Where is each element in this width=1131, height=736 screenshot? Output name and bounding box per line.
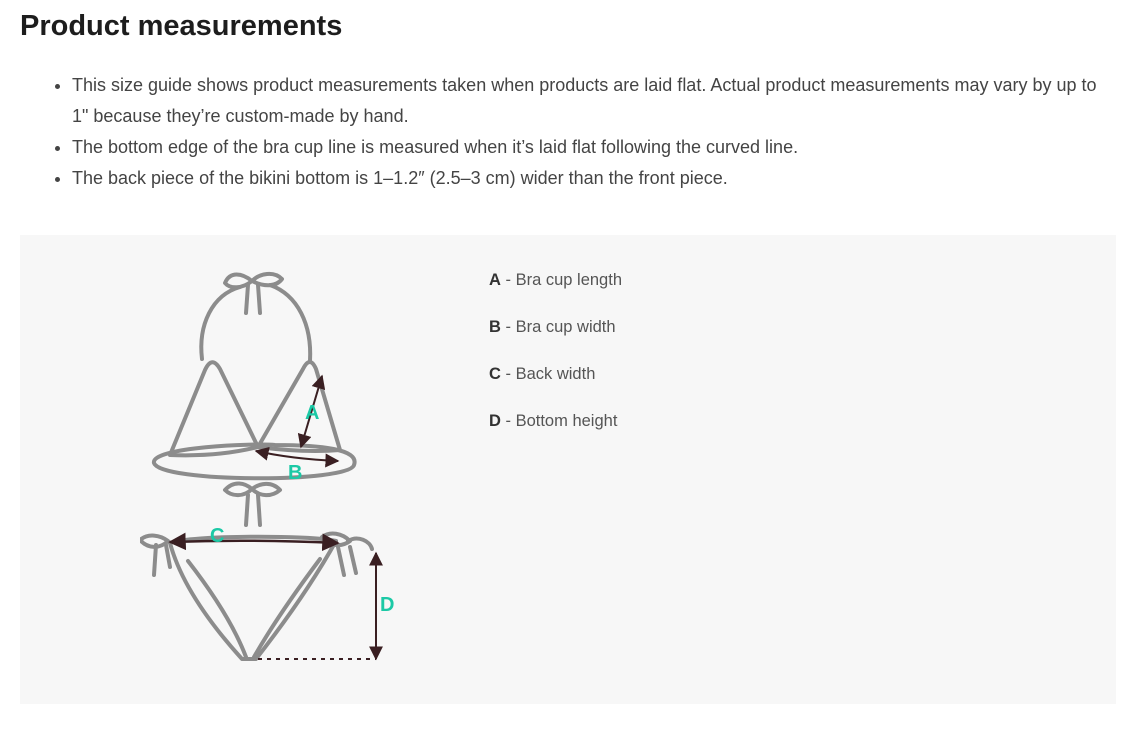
bikini-outline xyxy=(140,272,374,661)
legend-letter: C xyxy=(489,365,501,383)
measurement-legend: A - Bra cup length B - Bra cup width C -… xyxy=(489,269,622,457)
note-item: The bottom edge of the bra cup line is m… xyxy=(72,132,1112,163)
legend-text: - Bottom height xyxy=(500,412,618,430)
bikini-measurement-diagram: A B C D xyxy=(140,272,394,661)
legend-item: B - Bra cup width xyxy=(489,316,622,363)
label-a: A xyxy=(305,402,319,424)
legend-text: - Bra cup length xyxy=(500,271,623,289)
measurement-notes: This size guide shows product measuremen… xyxy=(52,70,1112,194)
label-b: B xyxy=(288,462,302,484)
size-guide-panel: A B C D A - Bra cup length B - Bra cup w… xyxy=(20,235,1116,704)
legend-item: D - Bottom height xyxy=(489,410,622,457)
legend-letter: B xyxy=(489,318,501,336)
page-title: Product measurements xyxy=(20,10,343,42)
note-item: This size guide shows product measuremen… xyxy=(72,70,1112,132)
legend-letter: D xyxy=(489,412,501,430)
legend-text: - Bra cup width xyxy=(500,318,616,336)
legend-item: A - Bra cup length xyxy=(489,269,622,316)
label-c: C xyxy=(210,525,224,547)
note-item: The back piece of the bikini bottom is 1… xyxy=(72,163,1112,194)
legend-letter: A xyxy=(489,271,501,289)
legend-text: - Back width xyxy=(500,365,596,383)
legend-item: C - Back width xyxy=(489,363,622,410)
label-d: D xyxy=(380,594,394,616)
